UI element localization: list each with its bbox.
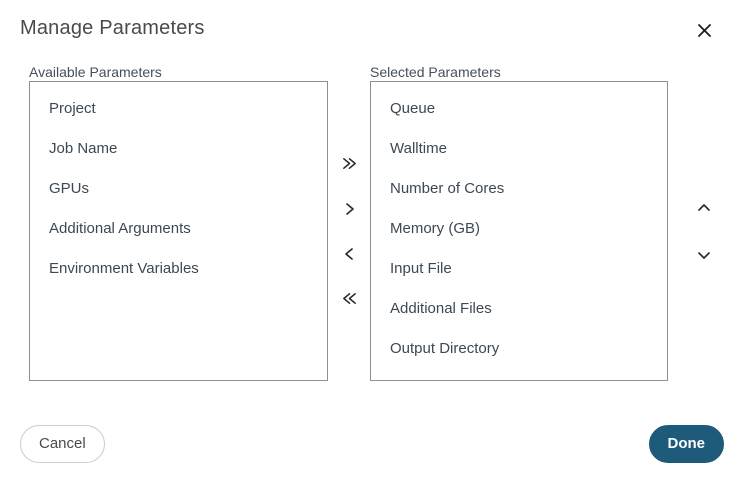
selected-parameter-item[interactable]: Output Directory (390, 340, 500, 357)
x-icon (697, 23, 711, 37)
available-parameters-listbox: Project Job Name GPUs Additional Argumen… (29, 81, 328, 381)
available-parameter-item[interactable]: Environment Variables (49, 260, 199, 277)
available-parameter-item[interactable]: Project (49, 100, 96, 117)
selected-parameters-listbox: Queue Walltime Number of Cores Memory (G… (370, 81, 668, 381)
available-parameter-item[interactable]: Job Name (49, 140, 118, 157)
move-left-button[interactable] (335, 240, 363, 268)
transfer-buttons-column (328, 63, 370, 381)
move-right-button[interactable] (335, 195, 363, 223)
chevron-left-icon (344, 247, 353, 260)
selected-parameter-item[interactable]: Memory (GB) (390, 220, 480, 237)
move-down-button[interactable] (690, 241, 718, 269)
dual-list-area: Available Parameters Project Job Name GP… (0, 63, 739, 381)
available-parameters-label: Available Parameters (29, 64, 162, 80)
available-parameters-column: Available Parameters Project Job Name GP… (29, 63, 328, 381)
chevron-down-icon (697, 251, 710, 259)
chevron-double-left-icon (342, 293, 356, 304)
chevron-up-icon (697, 203, 710, 211)
cancel-button[interactable]: Cancel (20, 425, 105, 463)
selected-parameter-item[interactable]: Queue (390, 100, 436, 117)
selected-parameters-label: Selected Parameters (370, 64, 501, 80)
available-parameter-item[interactable]: GPUs (49, 180, 90, 197)
reorder-buttons-column (668, 63, 739, 381)
done-button[interactable]: Done (648, 425, 724, 463)
available-parameter-item[interactable]: Additional Arguments (49, 220, 191, 237)
move-up-button[interactable] (690, 194, 718, 222)
selected-parameter-item[interactable]: Additional Files (390, 300, 492, 317)
selected-parameter-item[interactable]: Number of Cores (390, 180, 505, 197)
dialog-footer: Cancel Done (0, 425, 739, 463)
selected-parameter-item[interactable]: Input File (390, 260, 452, 277)
move-all-left-button[interactable] (335, 285, 363, 313)
chevron-double-right-icon (342, 158, 356, 169)
selected-parameters-column: Selected Parameters Queue Walltime Numbe… (370, 63, 668, 381)
dialog-title: Manage Parameters (20, 17, 205, 39)
chevron-right-icon (345, 202, 354, 215)
selected-parameter-item[interactable]: Walltime (390, 140, 447, 157)
reorder-buttons-stack (668, 81, 739, 381)
dialog-header: Manage Parameters (0, 0, 739, 42)
move-all-right-button[interactable] (335, 150, 363, 178)
transfer-buttons-stack (328, 81, 370, 381)
close-button[interactable] (692, 18, 716, 42)
